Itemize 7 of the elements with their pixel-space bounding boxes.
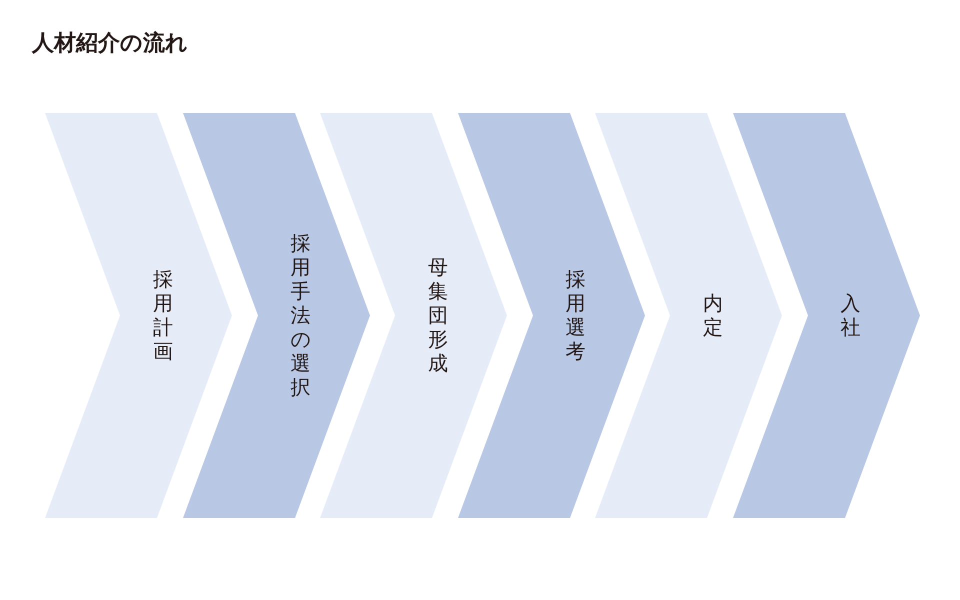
step-label: 入社 — [840, 291, 862, 339]
step-label: 採用選考 — [564, 267, 586, 363]
step-label: 母集団形成 — [427, 255, 449, 375]
step-label: 内定 — [702, 291, 724, 339]
step-label: 採用計画 — [152, 267, 174, 363]
step-label: 採用手法の選択 — [290, 231, 312, 399]
title: 人材紹介の流れ — [32, 30, 188, 58]
